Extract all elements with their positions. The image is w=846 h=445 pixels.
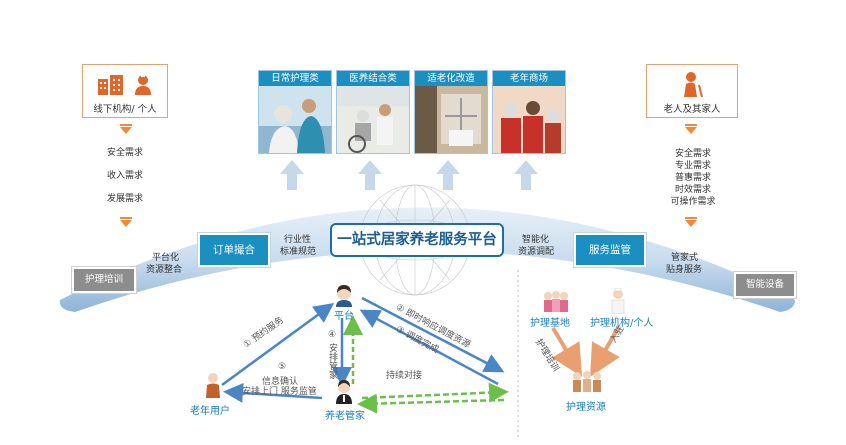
caption-mid-right-2: 资源调配 <box>518 247 555 257</box>
medical-photo <box>337 86 409 153</box>
elder-icon <box>684 72 703 97</box>
right-need-4: 时效需求 <box>674 185 711 195</box>
nursing-institution-icon <box>611 288 625 314</box>
service-card-medical: 医养结合类 <box>336 70 410 154</box>
left-panel-label: 线下机构/ 个人 <box>93 104 157 115</box>
service-supervision-button: 服务监管 <box>574 233 646 267</box>
step5-num: ⑤ <box>278 362 287 372</box>
up-arrows <box>280 160 538 190</box>
nursing-training-button: 护理培训 <box>72 267 136 293</box>
caption-mid-left-2: 标准规范 <box>280 247 317 257</box>
step4-label: ④ 安排管家 <box>327 330 337 379</box>
step5-line2: 信息确认 <box>262 377 299 387</box>
service-card-aging-renovation: 适老化改造 <box>414 70 488 154</box>
left-arrow-2 <box>120 217 132 227</box>
caption-right-2: 贴身服务 <box>666 265 703 275</box>
left-need-1: 安全需求 <box>107 148 144 158</box>
building-icon <box>98 75 123 95</box>
order-matching-button: 订单撮合 <box>198 233 270 267</box>
caption-mid-left-1: 行业性 <box>284 235 312 245</box>
right-panel-label: 老人及其家人 <box>663 104 721 115</box>
caption-left-1: 平台化 <box>152 253 180 263</box>
offline-institution-panel: 线下机构/ 个人 <box>82 64 168 118</box>
right-arrow-1 <box>685 124 697 134</box>
service-label: 日常护理类 <box>259 71 331 86</box>
platform-node-label: 平台 <box>334 311 354 322</box>
daily-care-photo <box>259 86 331 153</box>
nursing-base-icon <box>544 291 568 312</box>
mall-photo <box>493 86 565 153</box>
service-card-elder-mall: 老年商场 <box>492 70 566 154</box>
butler-icon <box>336 380 352 404</box>
left-need-3: 发展需求 <box>107 194 144 204</box>
left-need-2: 收入需求 <box>107 171 144 181</box>
right-need-1: 安全需求 <box>674 149 711 159</box>
butler-label: 养老管家 <box>325 411 365 422</box>
caption-mid-right-1: 智能化 <box>522 235 550 245</box>
caption-left-2: 资源整合 <box>146 265 183 275</box>
renovation-photo <box>415 86 487 153</box>
nursing-base-label: 护理基地 <box>530 318 570 329</box>
right-arrow-2 <box>685 217 697 227</box>
step5-line3: 安排上门 服务监管 <box>242 387 317 397</box>
nurse-icon <box>135 75 151 95</box>
nursing-institution-label: 护理机构/个人 <box>590 318 654 329</box>
left-arrow-1 <box>120 124 132 134</box>
elder-user-label: 老年用户 <box>190 406 230 417</box>
right-need-5: 可操作需求 <box>670 197 716 207</box>
right-need-3: 普惠需求 <box>674 173 711 183</box>
nursing-resource-label: 护理资源 <box>566 402 606 413</box>
nursing-resource-icon <box>573 371 601 392</box>
service-card-daily-care: 日常护理类 <box>258 70 332 154</box>
platform-title: 一站式居家养老服务平台 <box>330 223 504 257</box>
elder-user-icon <box>206 373 220 398</box>
smart-device-button: 智能设备 <box>734 272 796 298</box>
caption-right-1: 管家式 <box>671 253 699 263</box>
elder-family-panel: 老人及其家人 <box>646 64 738 118</box>
right-need-2: 专业需求 <box>674 161 711 171</box>
platform-avatar-icon <box>336 285 352 307</box>
service-label: 适老化改造 <box>415 71 487 86</box>
service-label: 老年商场 <box>493 71 565 86</box>
service-label: 医养结合类 <box>337 71 409 86</box>
continuous-label: 持续对接 <box>386 371 423 381</box>
